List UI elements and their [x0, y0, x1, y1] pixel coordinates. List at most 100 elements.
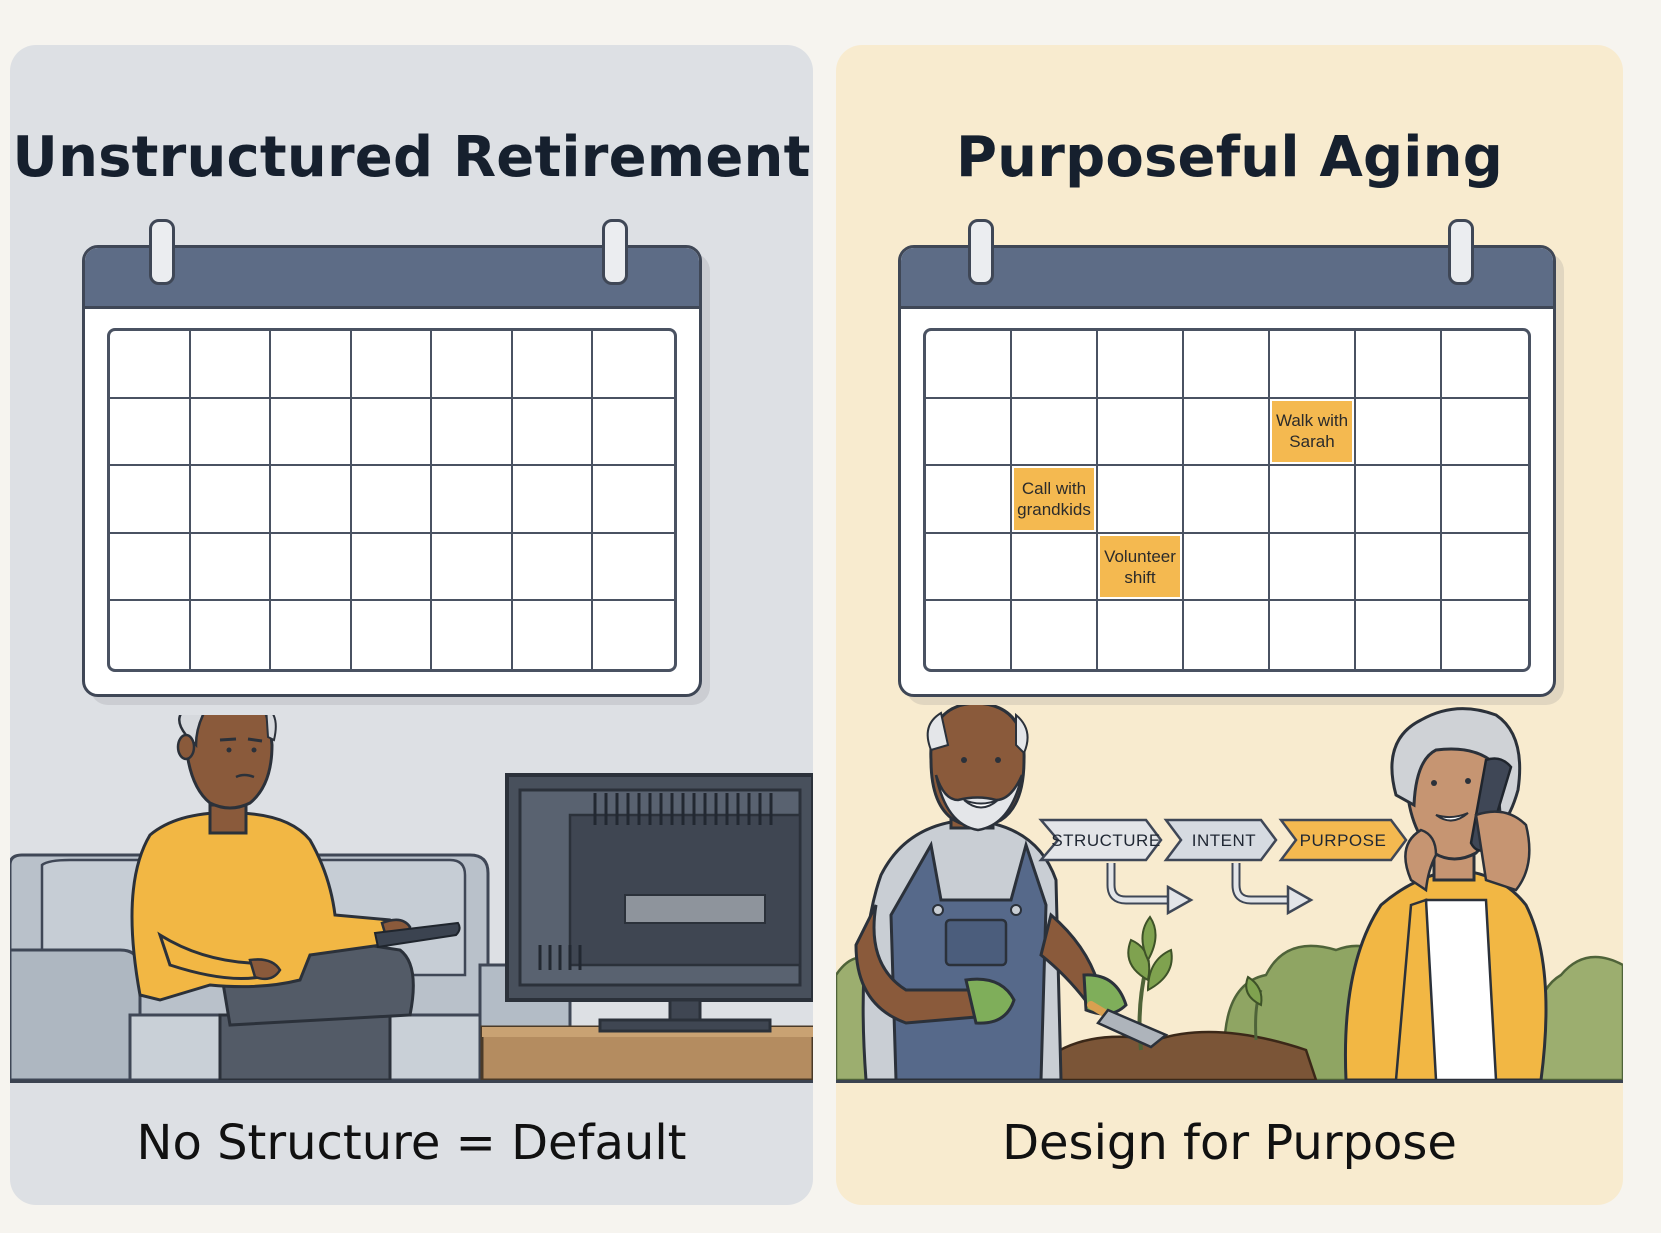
calendar-day-cell [110, 466, 191, 534]
calendar-day-cell [1098, 331, 1184, 399]
remote-icon [373, 921, 461, 949]
calendar-day-cell [1270, 466, 1356, 534]
tv-icon [505, 773, 813, 1033]
woman-on-phone [1343, 707, 1548, 1080]
calendar-day-cell [512, 331, 594, 399]
calendar-day-cell [512, 398, 594, 467]
calendar-day-cell [271, 398, 352, 467]
calendar-day-cell [1012, 398, 1098, 467]
right-title: Purposeful Aging [955, 125, 1504, 190]
calendar-day-cell [1184, 398, 1270, 467]
left-panel: Unstructured Retirement [10, 45, 813, 1205]
calendar-day-cell [351, 533, 433, 602]
calendar-day-cell [1098, 398, 1184, 467]
calendar-day-cell [190, 466, 272, 534]
calendar-day-cell [351, 331, 433, 399]
calendar-day-cell [352, 601, 433, 669]
calendar-day-cell [1356, 398, 1442, 467]
calendar-day-cell [926, 601, 1012, 669]
flow-step-structure: STRUCTURE [1051, 831, 1160, 850]
calendar-day-cell [432, 466, 513, 534]
calendar-day-cell [432, 533, 513, 602]
couch-tv-scene [10, 715, 813, 1080]
calendar-day-cell [110, 331, 191, 399]
calendar-ring-icon [1448, 219, 1474, 285]
calendar-day-cell [926, 398, 1012, 467]
calendar-day-cell [351, 398, 433, 467]
calendar-day-cell [1442, 331, 1528, 399]
calendar-day-cell [1184, 466, 1270, 534]
calendar-day-cell [271, 466, 352, 534]
calendar-note: Walk with Sarah [1272, 400, 1352, 463]
left-caption: No Structure = Default [136, 1115, 687, 1171]
calendar-day-cell [1270, 533, 1356, 602]
calendar-day-cell [593, 601, 674, 669]
calendar-day-cell [1270, 601, 1356, 669]
calendar-day-cell [1270, 331, 1356, 399]
calendar-day-cell [593, 466, 674, 534]
calendar-day-cell [1012, 331, 1098, 399]
calendar-ring-icon [602, 219, 628, 285]
calendar-day-cell [190, 331, 272, 399]
gardener-man [854, 705, 1128, 1080]
flow-step-purpose: PURPOSE [1300, 831, 1387, 850]
calendar-day-cell [110, 398, 191, 467]
calendar-day-cell [1098, 466, 1184, 534]
calendar-day-cell [593, 331, 674, 399]
calendar-day-cell [271, 601, 352, 669]
left-title: Unstructured Retirement [12, 125, 811, 190]
calendar-day-cell [1012, 601, 1098, 669]
calendar-day-cell [1442, 534, 1528, 602]
right-caption: Design for Purpose [1002, 1115, 1457, 1171]
calendar-ring-icon [968, 219, 994, 285]
calendar-day-cell [1442, 399, 1528, 467]
calendar-day-cell [191, 601, 272, 669]
calendar-day-cell [1184, 601, 1270, 669]
calendar-day-cell [513, 601, 594, 669]
calendar-day-cell: Call with grandkids [1012, 466, 1098, 534]
empty-calendar [82, 219, 710, 705]
plant-icon [1127, 915, 1263, 1051]
calendar-day-cell [1184, 533, 1270, 602]
calendar-day-cell [1098, 601, 1184, 669]
calendar-day-cell [593, 399, 674, 467]
calendar-day-cell [926, 533, 1012, 602]
calendar-day-cell: Volunteer shift [1098, 533, 1184, 602]
flow-diagram: STRUCTURE INTENT PURPOSE [1038, 818, 1408, 916]
calendar-day-cell: Walk with Sarah [1270, 398, 1356, 467]
calendar-day-cell [190, 398, 272, 467]
calendar-day-cell [432, 398, 513, 467]
calendar-day-cell [1356, 601, 1442, 669]
calendar-day-cell [190, 533, 272, 602]
calendar-note: Volunteer shift [1100, 535, 1180, 598]
calendar-day-cell [512, 466, 594, 534]
calendar-day-cell [1012, 533, 1098, 602]
seated-man [130, 715, 415, 1080]
calendar-day-cell [351, 466, 433, 534]
calendar-day-cell [271, 533, 352, 602]
trowel-icon [1087, 1001, 1169, 1049]
calendar-day-cell [926, 331, 1012, 399]
calendar-day-cell [432, 601, 513, 669]
gardening-phone-scene: STRUCTURE INTENT PURPOSE [836, 705, 1623, 1080]
calendar-grid [107, 328, 677, 672]
calendar-note: Call with grandkids [1014, 468, 1094, 530]
calendar-day-cell [432, 331, 513, 399]
calendar-day-cell [926, 466, 1012, 534]
calendar-day-cell [593, 534, 674, 602]
calendar-day-cell [1356, 331, 1442, 399]
calendar-day-cell [1356, 466, 1442, 534]
calendar-day-cell [1184, 331, 1270, 399]
flow-step-intent: INTENT [1192, 831, 1256, 850]
calendar-day-cell [110, 601, 191, 669]
calendar-day-cell [110, 533, 191, 602]
calendar-day-cell [1442, 466, 1528, 534]
calendar-day-cell [1442, 601, 1528, 669]
calendar-day-cell [271, 331, 352, 399]
calendar-ring-icon [149, 219, 175, 285]
calendar-day-cell [512, 533, 594, 602]
calendar-day-cell [1356, 533, 1442, 602]
